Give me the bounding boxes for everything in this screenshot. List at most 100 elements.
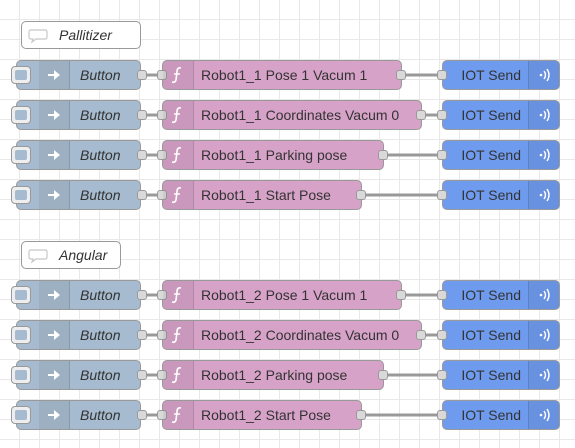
inject-label: Button [80,187,121,203]
inject-node[interactable]: Button [11,100,147,130]
input-port[interactable] [157,70,167,80]
function-node[interactable]: Robot1_2 Pose 1 Vacum 1 [157,280,406,310]
iot-label: IOT Send [461,147,521,163]
inject-trigger-button[interactable] [11,326,31,344]
output-port[interactable] [378,150,388,160]
output-port[interactable] [396,70,406,80]
inject-trigger-button[interactable] [11,366,31,384]
function-node[interactable]: Robot1_1 Coordinates Vacum 0 [157,100,426,130]
inject-node[interactable]: Button [11,400,147,430]
input-port[interactable] [157,110,167,120]
inject-trigger-button[interactable] [11,66,31,84]
function-node[interactable]: Robot1_2 Coordinates Vacum 0 [157,320,426,350]
inject-arrow-icon [39,181,70,209]
comment-bubble-icon [28,29,48,44]
input-port[interactable] [437,70,447,80]
inject-node[interactable]: Button [11,360,147,390]
inject-trigger-fill [15,110,27,120]
output-port[interactable] [378,370,388,380]
function-icon [163,61,194,89]
output-port[interactable] [137,330,147,340]
comment-node[interactable]: Pallitizer [21,21,141,49]
input-port[interactable] [157,370,167,380]
inject-node[interactable]: Button [11,320,147,350]
function-node[interactable]: Robot1_1 Start Pose [157,180,366,210]
function-node[interactable]: Robot1_1 Pose 1 Vacum 1 [157,60,406,90]
inject-label: Button [80,147,121,163]
inject-node[interactable]: Button [11,180,147,210]
output-port[interactable] [137,410,147,420]
function-node[interactable]: Robot1_2 Parking pose [157,360,388,390]
function-label: Robot1_2 Start Pose [201,407,331,423]
input-port[interactable] [437,110,447,120]
broadcast-icon [528,401,559,429]
function-icon [163,401,194,429]
output-port[interactable] [137,370,147,380]
inject-trigger-button[interactable] [11,146,31,164]
output-port[interactable] [356,410,366,420]
broadcast-icon [528,61,559,89]
function-node[interactable]: Robot1_1 Parking pose [157,140,388,170]
function-node[interactable]: Robot1_2 Start Pose [157,400,366,430]
inject-node[interactable]: Button [11,140,147,170]
inject-trigger-button[interactable] [11,286,31,304]
output-port[interactable] [137,190,147,200]
inject-node[interactable]: Button [11,60,147,90]
iot-send-node[interactable]: IOT Send [437,280,560,310]
iot-send-node[interactable]: IOT Send [437,400,560,430]
input-port[interactable] [157,290,167,300]
inject-label: Button [80,67,121,83]
output-port[interactable] [137,290,147,300]
inject-label: Button [80,367,121,383]
inject-arrow-icon [39,101,70,129]
input-port[interactable] [437,190,447,200]
output-port[interactable] [137,70,147,80]
inject-arrow-icon [39,281,70,309]
inject-trigger-button[interactable] [11,406,31,424]
output-port[interactable] [396,290,406,300]
input-port[interactable] [437,370,447,380]
output-port[interactable] [356,190,366,200]
iot-label: IOT Send [461,287,521,303]
inject-arrow-icon [39,61,70,89]
iot-send-node[interactable]: IOT Send [437,140,560,170]
broadcast-icon [528,141,559,169]
input-port[interactable] [157,190,167,200]
function-label: Robot1_2 Parking pose [201,367,348,383]
iot-send-node[interactable]: IOT Send [437,60,560,90]
output-port[interactable] [137,110,147,120]
inject-trigger-button[interactable] [11,186,31,204]
iot-label: IOT Send [461,107,521,123]
iot-send-node[interactable]: IOT Send [437,320,560,350]
inject-arrow-icon [39,321,70,349]
function-label: Robot1_2 Pose 1 Vacum 1 [201,287,368,303]
iot-send-node[interactable]: IOT Send [437,100,560,130]
input-port[interactable] [437,410,447,420]
inject-node[interactable]: Button [11,280,147,310]
output-port[interactable] [416,110,426,120]
input-port[interactable] [157,410,167,420]
input-port[interactable] [157,330,167,340]
input-port[interactable] [437,150,447,160]
iot-send-node[interactable]: IOT Send [437,180,560,210]
inject-label: Button [80,407,121,423]
input-port[interactable] [157,150,167,160]
inject-trigger-fill [15,70,27,80]
output-port[interactable] [137,150,147,160]
broadcast-icon [528,101,559,129]
comment-node[interactable]: Angular [21,241,121,269]
inject-arrow-icon [39,401,70,429]
inject-trigger-button[interactable] [11,106,31,124]
inject-trigger-fill [15,150,27,160]
iot-label: IOT Send [461,187,521,203]
iot-label: IOT Send [461,367,521,383]
output-port[interactable] [416,330,426,340]
iot-label: IOT Send [461,407,521,423]
iot-label: IOT Send [461,327,521,343]
iot-send-node[interactable]: IOT Send [437,360,560,390]
comment-label: Angular [59,247,108,263]
input-port[interactable] [437,290,447,300]
broadcast-icon [528,321,559,349]
input-port[interactable] [437,330,447,340]
